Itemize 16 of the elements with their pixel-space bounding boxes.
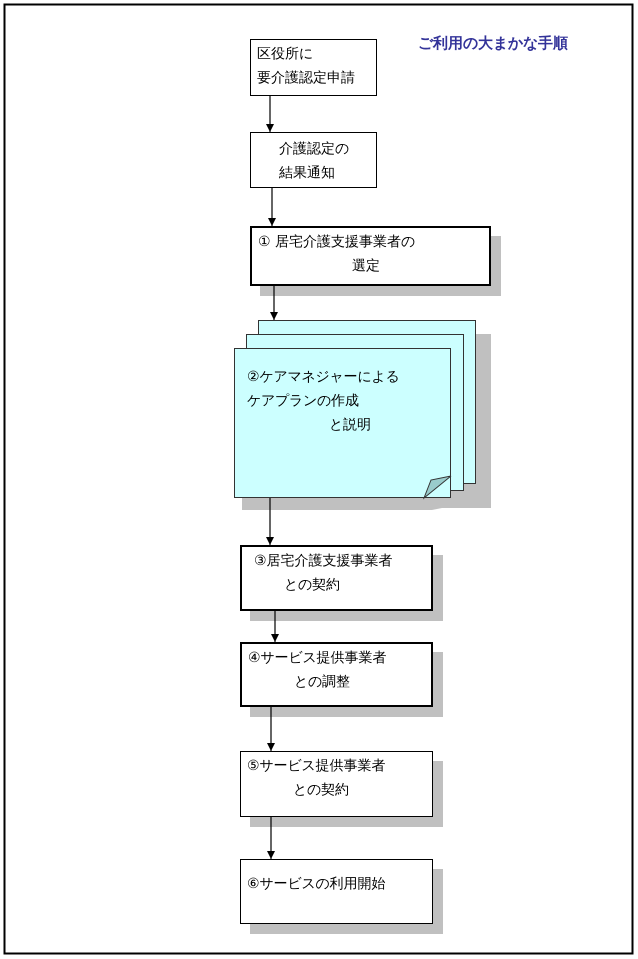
title: ご利用の大まかな手順 <box>418 34 568 53</box>
arrow <box>266 498 274 545</box>
arrow <box>268 188 276 226</box>
process-box: ③居宅介護支援事業者との契約 <box>240 545 433 611</box>
arrow <box>270 286 278 320</box>
arrow <box>267 707 275 751</box>
note-card: ②ケアマネジャーによるケアプランの作成と説明 <box>234 348 451 498</box>
process-box: 介護認定の結果通知 <box>250 132 377 188</box>
process-box: ① 居宅介護支援事業者の選定 <box>250 226 491 286</box>
process-box: 区役所に要介護認定申請 <box>250 39 377 96</box>
process-box: ④サービス提供事業者との調整 <box>240 642 433 707</box>
arrow <box>271 611 279 642</box>
process-box: ⑤サービス提供事業者との契約 <box>240 751 433 817</box>
arrow <box>267 817 275 859</box>
process-box: ⑥サービスの利用開始 <box>240 859 433 924</box>
arrow <box>266 96 274 132</box>
